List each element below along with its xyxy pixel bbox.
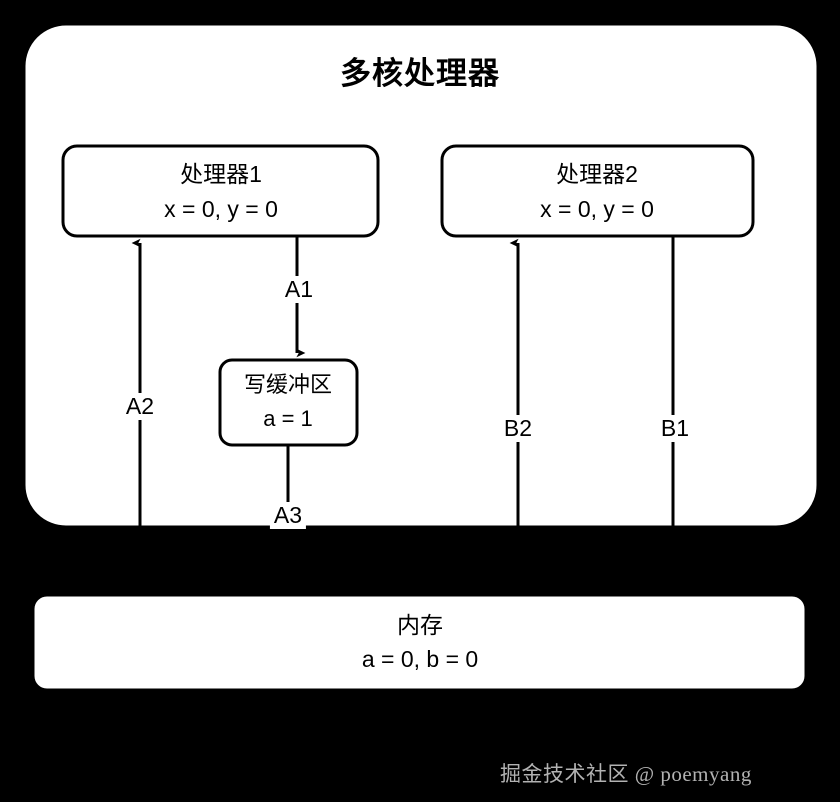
write-buffer-box <box>218 358 359 447</box>
processor-2-box <box>440 144 755 238</box>
memory-box <box>31 593 808 692</box>
multicore-processor-container <box>22 22 820 529</box>
processor-1-box <box>61 144 380 238</box>
